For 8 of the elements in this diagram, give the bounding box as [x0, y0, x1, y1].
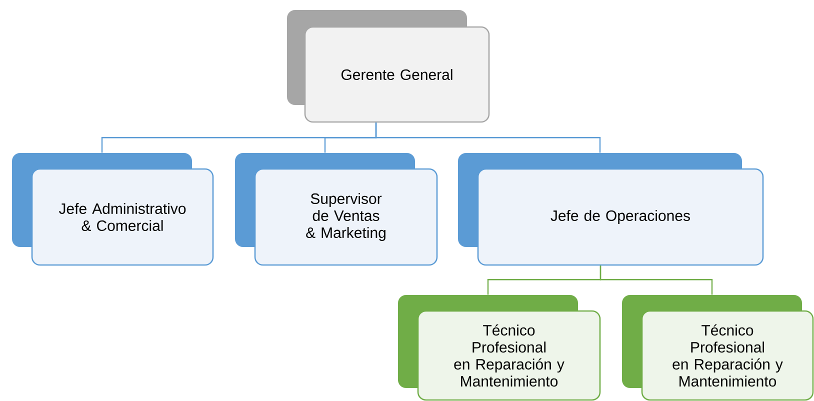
connector-line: [600, 266, 713, 295]
org-box: Gerente General: [287, 10, 490, 123]
org-box: Jefe Administrativo & Comercial: [12, 153, 214, 266]
org-box: Supervisor de Ventas & Marketing: [235, 153, 438, 266]
connector-line: [375, 122, 601, 153]
org-box: Jefe de Operaciones: [458, 153, 764, 266]
org-box: Técnico Profesional en Reparación y Mantenimiento: [398, 295, 601, 401]
org-box: Técnico Profesional en Reparación y Mantenimiento: [622, 295, 814, 401]
